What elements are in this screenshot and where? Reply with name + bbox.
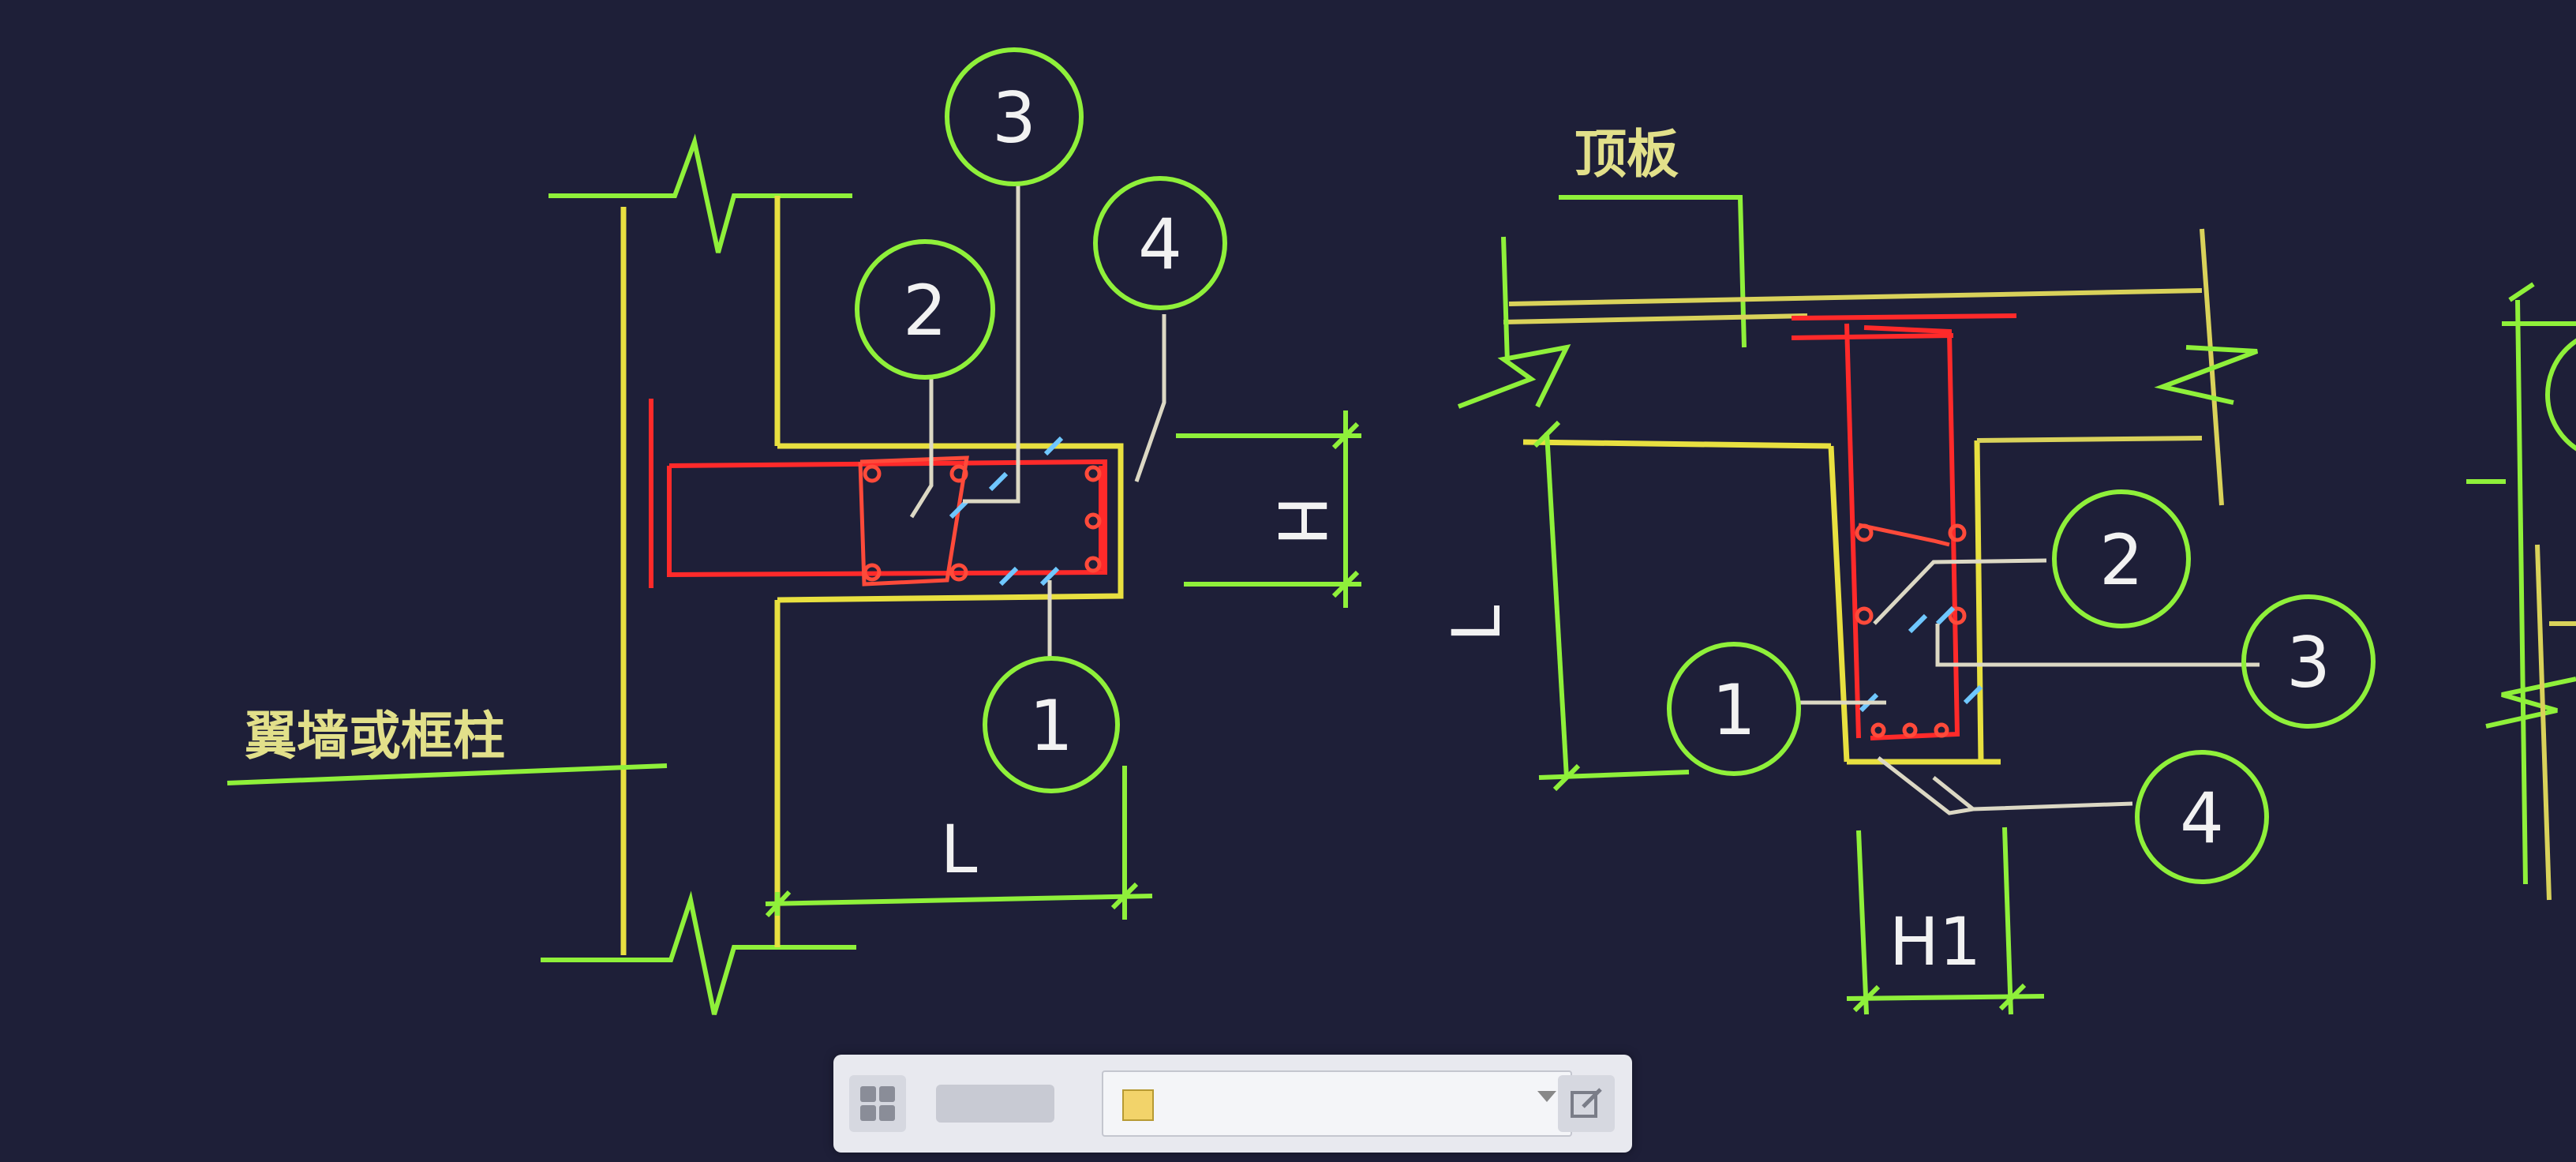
left-dim-h (1176, 410, 1361, 608)
grid-icon-cell (860, 1105, 876, 1121)
bubble-right-2-text: 2 (2099, 519, 2144, 601)
layer-toolbar (833, 1055, 1632, 1153)
grid-menu-button[interactable] (849, 1075, 906, 1132)
left-dim-h-label: H (1263, 496, 1340, 545)
top-slab-outline (1457, 228, 2259, 765)
left-dim-l (765, 766, 1153, 920)
bubble-left-4: 4 (1093, 176, 1227, 310)
bubble-left-1: 1 (983, 656, 1120, 793)
right-ticks (1859, 605, 1983, 713)
bubble-left-2: 2 (855, 239, 995, 380)
chevron-down-icon (1537, 1091, 1556, 1102)
wing-wall-leader-line (227, 763, 668, 785)
grid-icon-cell (879, 1105, 895, 1121)
right-detail: 顶板 (1438, 124, 2376, 1015)
bubble-left-1-text: 1 (1029, 685, 1073, 767)
top-slab-label: 顶板 (1574, 124, 1679, 185)
bubble-left-3: 3 (945, 47, 1084, 186)
bubble-left-2-text: 2 (903, 270, 947, 351)
bubble-right-4-text: 4 (2180, 778, 2224, 859)
edit-layer-button[interactable] (1558, 1075, 1615, 1132)
left-dim-l-label: L (941, 811, 978, 888)
bubble-right-2: 2 (2052, 489, 2191, 628)
bubble-left-3-text: 3 (992, 77, 1036, 159)
left-leaders (909, 183, 1166, 659)
edit-icon (1571, 1088, 1602, 1118)
right-dim-h1 (1846, 827, 2045, 1015)
bubble-right-1-text: 1 (1712, 669, 1756, 751)
bubble-left-4-text: 4 (1138, 204, 1182, 285)
right-leaders (1797, 558, 2260, 815)
top-slab-leader-line (1559, 195, 1747, 348)
wing-wall-outline (541, 133, 1124, 1015)
layer-color-swatch (1122, 1089, 1154, 1121)
grid-icon-cell (879, 1086, 895, 1102)
partial-right-detail (2466, 282, 2576, 901)
grid-icon (860, 1086, 876, 1102)
right-rebar (1791, 313, 2017, 740)
bubble-right-3: 3 (2241, 594, 2376, 729)
wing-wall-label: 翼墙或框柱 (245, 706, 505, 767)
right-dim-l-label: L (1438, 605, 1515, 642)
bubble-right-4: 4 (2135, 750, 2269, 884)
left-rebar (649, 399, 1107, 588)
right-dim-l (1533, 420, 1690, 792)
bubble-right-3-text: 3 (2286, 622, 2331, 703)
right-dim-h1-label: H1 (1889, 903, 1982, 980)
bubble-right-1: 1 (1667, 642, 1801, 776)
left-detail: H L 翼墙或框柱 1 2 3 4 (227, 47, 1361, 1015)
layer-state-icons[interactable] (936, 1085, 1054, 1123)
layer-dropdown[interactable] (1102, 1070, 1572, 1137)
left-ticks (949, 436, 1064, 587)
